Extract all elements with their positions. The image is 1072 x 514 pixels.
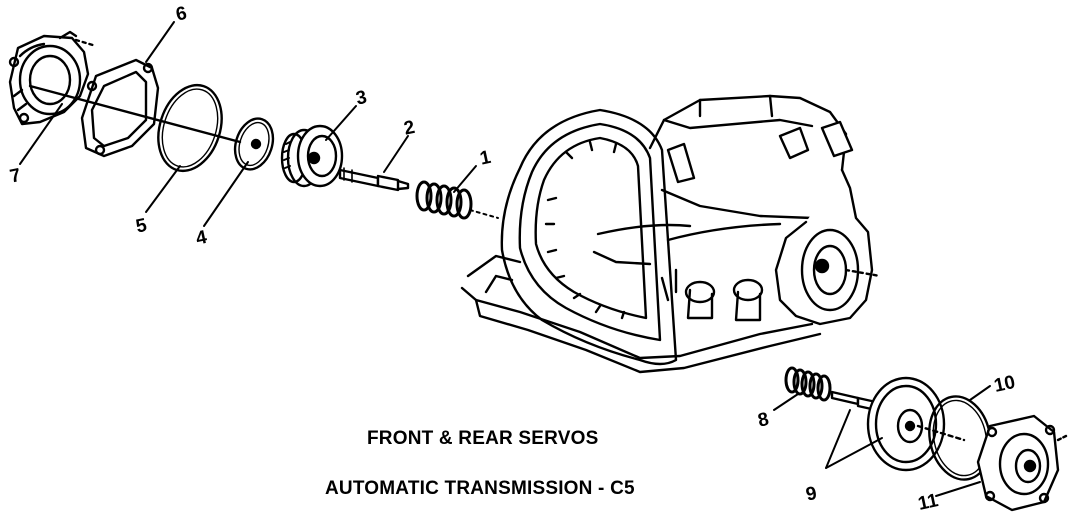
callout-5: 5 (134, 215, 149, 238)
callout-numbers: 1 2 3 4 5 6 7 8 9 10 11 (8, 3, 1017, 514)
callout-10: 10 (992, 372, 1017, 397)
servo-return-spring (415, 180, 499, 220)
callout-8: 8 (756, 409, 771, 432)
front-servo-gasket (80, 58, 160, 158)
front-servo-piston (280, 124, 344, 188)
callout-4: 4 (194, 227, 209, 250)
rear-servo-piston (866, 376, 946, 472)
piston-small-seal (233, 117, 275, 171)
callout-2: 2 (402, 117, 417, 140)
diagram-caption-line-2: AUTOMATIC TRANSMISSION - C5 (325, 478, 635, 499)
callout-9: 9 (804, 483, 819, 506)
callout-11: 11 (916, 490, 940, 514)
front-servo-cover (8, 30, 98, 126)
callout-leaders (19, 21, 991, 497)
callout-7: 7 (8, 165, 23, 188)
rear-servo-spring (784, 366, 832, 402)
transmission-case (460, 94, 882, 374)
callout-1: 1 (478, 147, 493, 170)
servo-piston-rod (338, 167, 410, 192)
diagram-caption-line-1: FRONT & REAR SERVOS (367, 428, 599, 449)
front-servo-axis-line (28, 84, 242, 144)
callout-3: 3 (354, 87, 369, 110)
callout-6: 6 (174, 3, 189, 26)
rear-servo-cover (976, 414, 1068, 512)
